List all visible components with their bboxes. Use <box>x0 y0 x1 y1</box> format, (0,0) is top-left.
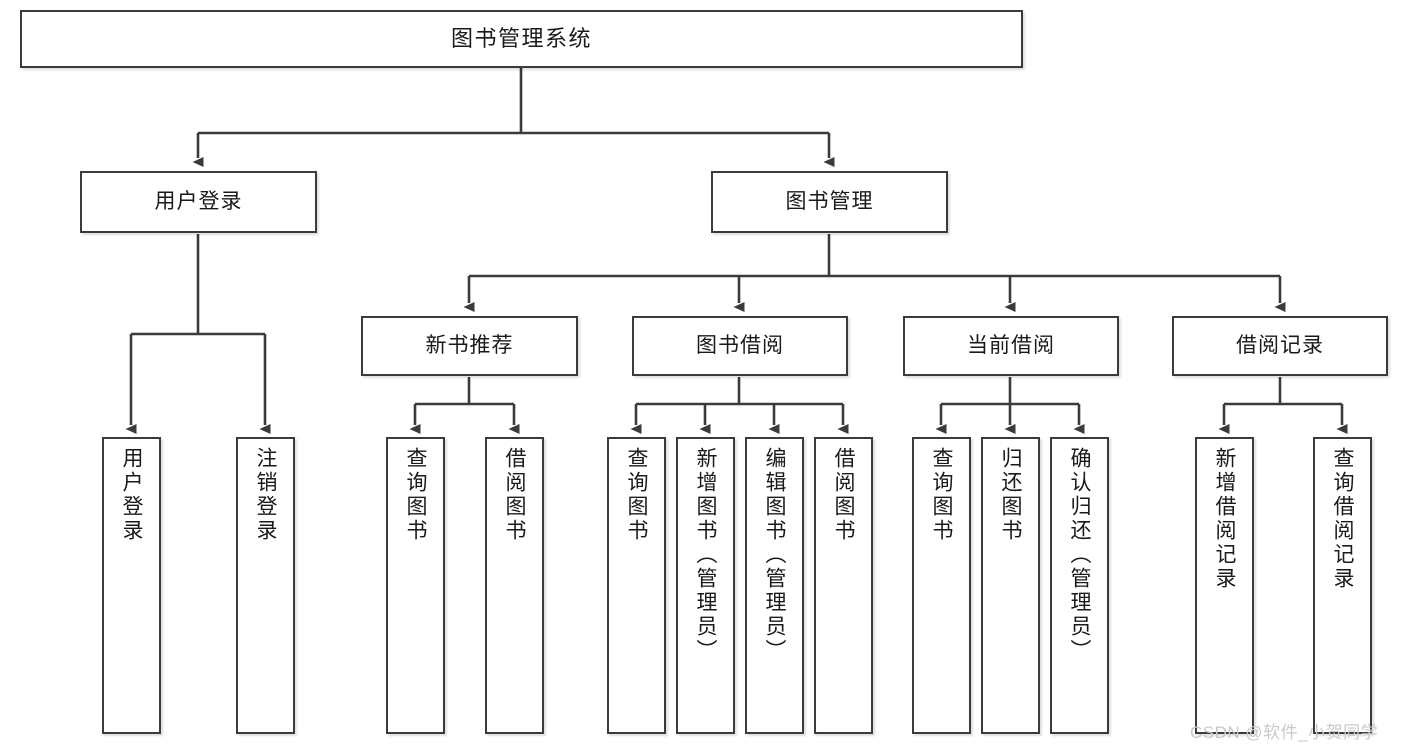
node-label: 确认归还（管理员） <box>1068 447 1091 663</box>
node-label: 图书管理系统 <box>450 26 592 52</box>
node-label: 图书管理 <box>785 189 874 213</box>
node-label: 查询借阅记录 <box>1331 447 1354 591</box>
node-label: 新书推荐 <box>425 333 514 357</box>
node-new-book-recommend[interactable]: 新书推荐 <box>361 316 578 376</box>
leaf-user-login[interactable]: 用户登录 <box>102 437 161 734</box>
node-root-system[interactable]: 图书管理系统 <box>20 10 1023 68</box>
node-label: 借阅图书 <box>503 447 526 543</box>
node-label: 新增借阅记录 <box>1213 447 1236 591</box>
node-book-borrow[interactable]: 图书借阅 <box>632 316 848 376</box>
node-label: 借阅图书 <box>832 447 855 543</box>
node-label: 查询图书 <box>404 447 427 543</box>
node-label: 查询图书 <box>625 447 648 543</box>
node-borrow-record[interactable]: 借阅记录 <box>1172 316 1388 376</box>
node-label: 借阅记录 <box>1236 333 1324 357</box>
node-label: 注销登录 <box>254 447 277 543</box>
leaf-add-borrow-record[interactable]: 新增借阅记录 <box>1195 437 1254 734</box>
leaf-confirm-return-admin[interactable]: 确认归还（管理员） <box>1050 437 1109 734</box>
leaf-query-book-borrow[interactable]: 查询图书 <box>607 437 666 734</box>
leaf-add-book-admin[interactable]: 新增图书（管理员） <box>676 437 735 734</box>
leaf-borrow-book[interactable]: 借阅图书 <box>814 437 873 734</box>
leaf-logout[interactable]: 注销登录 <box>236 437 295 734</box>
node-label: 用户登录 <box>154 189 243 213</box>
node-label: 编辑图书（管理员） <box>763 447 786 663</box>
leaf-query-book-recommend[interactable]: 查询图书 <box>386 437 445 734</box>
node-label: 新增图书（管理员） <box>694 447 717 663</box>
node-label: 归还图书 <box>999 447 1022 543</box>
node-label: 查询图书 <box>930 447 953 543</box>
node-label: 用户登录 <box>120 447 143 543</box>
node-user-login[interactable]: 用户登录 <box>80 171 317 233</box>
node-current-borrow[interactable]: 当前借阅 <box>903 316 1119 376</box>
watermark: CSDN @软件_小贺同学 <box>1190 723 1379 742</box>
leaf-query-borrow-record[interactable]: 查询借阅记录 <box>1313 437 1372 734</box>
node-label: 图书借阅 <box>696 333 784 357</box>
node-label: 当前借阅 <box>967 333 1055 357</box>
leaf-query-book-current[interactable]: 查询图书 <box>912 437 971 734</box>
leaf-edit-book-admin[interactable]: 编辑图书（管理员） <box>745 437 804 734</box>
node-book-management[interactable]: 图书管理 <box>711 171 948 233</box>
leaf-return-book[interactable]: 归还图书 <box>981 437 1040 734</box>
leaf-borrow-book-recommend[interactable]: 借阅图书 <box>485 437 544 734</box>
